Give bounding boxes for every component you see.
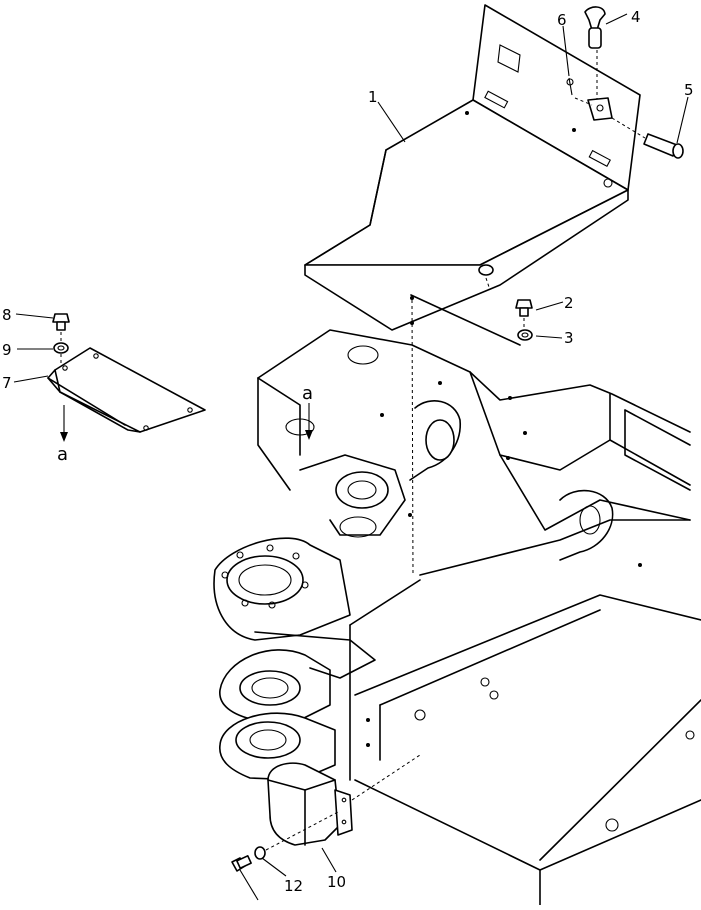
callout-12: 12 xyxy=(284,877,303,895)
leader-lines xyxy=(13,13,689,901)
assembly-lines xyxy=(411,277,491,576)
callout-4: 4 xyxy=(631,8,641,26)
callout-labels: 1 2 3 4 5 6 7 8 9 10 12 a a xyxy=(2,8,694,895)
main-frame xyxy=(257,329,701,906)
view-marker-a-frame: a xyxy=(302,383,313,404)
callout-2: 2 xyxy=(564,294,574,312)
callout-5: 5 xyxy=(684,81,694,99)
callout-1: 1 xyxy=(368,88,378,106)
callout-6: 6 xyxy=(557,11,567,29)
guard-part-10 xyxy=(231,754,421,872)
callout-3: 3 xyxy=(564,329,574,347)
cover-part-7 xyxy=(47,313,206,442)
view-marker-a-part: a xyxy=(57,444,68,465)
view-arrow-a-frame xyxy=(305,403,313,440)
callout-10: 10 xyxy=(327,873,346,891)
callout-8: 8 xyxy=(2,306,12,324)
callout-9: 9 xyxy=(2,341,12,359)
cover-part-1 xyxy=(304,4,641,346)
pivot-bracket xyxy=(213,454,406,781)
bolt-washer-2-3 xyxy=(515,299,533,341)
callout-7: 7 xyxy=(2,374,12,392)
latch-assembly xyxy=(566,6,684,159)
